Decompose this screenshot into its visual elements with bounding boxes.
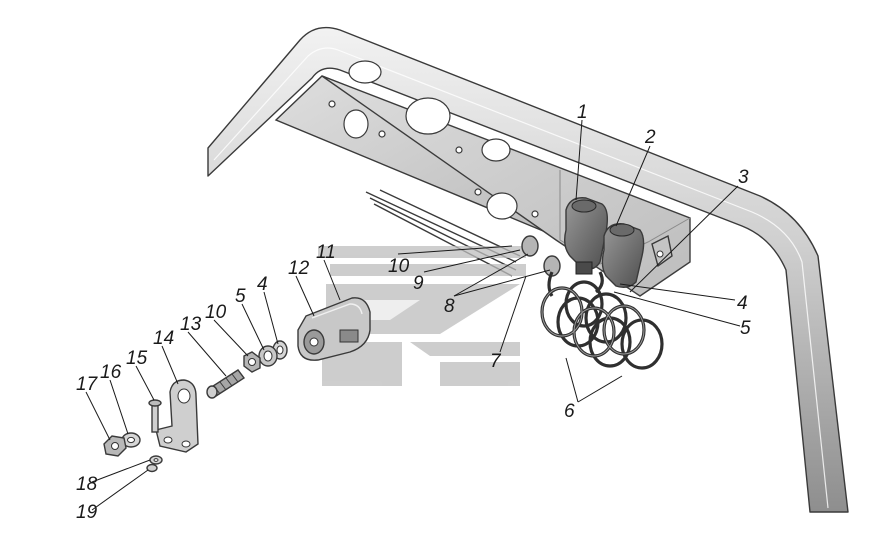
socket-2 [601,223,645,289]
washer-19 [146,463,158,473]
callout-15: 15 [126,348,148,369]
threaded-pin-13 [206,369,246,399]
plate-holes [328,60,539,220]
fitting-8 [521,235,561,277]
callout-1: 1 [577,102,588,123]
callout-4b: 4 [257,274,268,295]
callout-12: 12 [288,258,310,279]
spiral-hoses-highlight [541,287,645,357]
callout-10a: 10 [388,256,410,277]
bolt-15 [148,399,162,433]
callout-6: 6 [564,401,575,422]
washer-18 [149,455,163,465]
callout-5a: 5 [740,318,751,339]
washer-5 [258,345,278,367]
watermark-logo [318,246,526,386]
callout-labels: 1 2 3 4 5 6 7 8 9 10 11 12 4 5 10 13 14 … [76,102,751,523]
nut-17 [103,435,127,457]
callout-10b: 10 [205,302,227,323]
callout-7: 7 [490,351,502,372]
callout-4a: 4 [737,293,748,314]
callout-5b: 5 [235,286,246,307]
nut-10 [243,351,261,373]
callout-9: 9 [413,273,424,294]
callout-14: 14 [153,328,174,349]
part-11-socket-body [297,297,371,361]
socket-1 [563,197,609,275]
bracket-3 [651,234,673,268]
callout-16: 16 [100,362,122,383]
callout-2: 2 [644,127,656,148]
leader-lines [85,119,741,511]
callout-13: 13 [180,314,202,335]
callout-8: 8 [444,296,455,317]
callout-11: 11 [316,242,336,263]
callout-17: 17 [76,374,99,395]
callout-18: 18 [76,474,98,495]
frame-tube [207,26,849,513]
bracket-14 [155,379,199,453]
callout-19: 19 [76,502,98,523]
callout-3: 3 [738,167,749,188]
